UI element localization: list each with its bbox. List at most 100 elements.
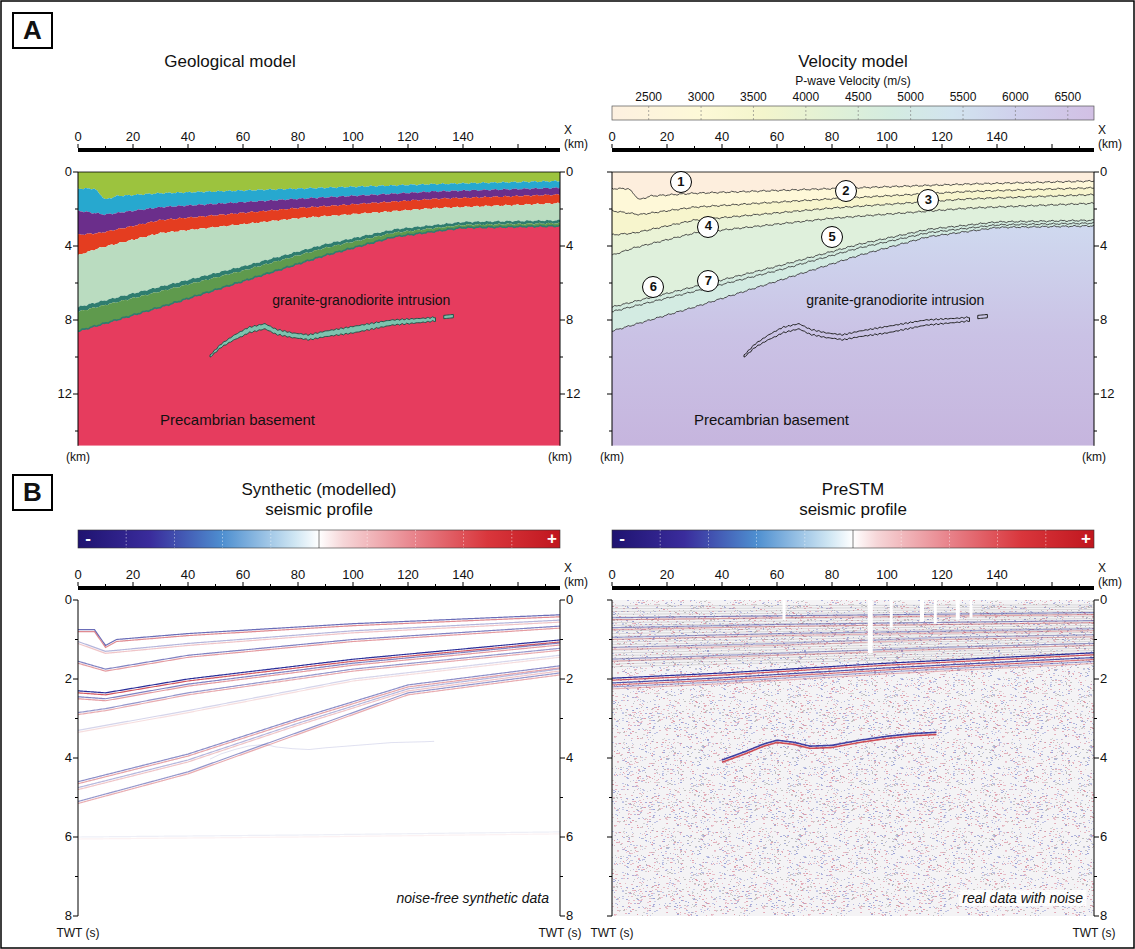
- axis-tick: 60: [770, 568, 784, 583]
- axis-tick-mark: [607, 394, 612, 395]
- axis-tick-mark: [1094, 320, 1099, 321]
- colorbar-tick: 5500: [950, 91, 977, 105]
- axis-tick-mark: [612, 144, 613, 148]
- axis-tick: 80: [825, 130, 839, 145]
- depth-axis-line: [1094, 172, 1095, 446]
- colorbar-tick: 6500: [1054, 91, 1081, 105]
- axis-tick-mark: [408, 144, 409, 148]
- axis-tick-mark: [609, 639, 612, 640]
- velocity-model: [612, 172, 1094, 446]
- axis-tick-mark: [75, 639, 78, 640]
- axis-tick-mark: [270, 146, 271, 148]
- colorbar-tick: 6000: [1002, 91, 1029, 105]
- panel-letter-box: A: [12, 12, 53, 49]
- axis-tick-mark: [914, 584, 915, 586]
- synthetic-profile: [78, 600, 560, 916]
- axis-tick-mark: [609, 797, 612, 798]
- axis-tick: 120: [931, 568, 953, 583]
- axis-tick-mark: [560, 876, 563, 877]
- axis-tick-mark: [73, 320, 78, 321]
- amplitude-colorbar: [78, 530, 560, 548]
- axis-tick-mark: [105, 146, 106, 148]
- axis-tick: 80: [291, 130, 305, 145]
- colorbar-divider: [222, 530, 223, 548]
- intrusion-body: [744, 317, 970, 357]
- layer-boundary: [612, 202, 1094, 255]
- layer-boundary: [612, 222, 1094, 312]
- axis-tick-mark: [609, 283, 612, 284]
- axis-tick: 8: [1100, 313, 1107, 328]
- panel-letter-box: B: [12, 474, 53, 511]
- axis-tick: 120: [397, 130, 419, 145]
- layer-label: granite-granodiorite intrusion: [806, 292, 984, 308]
- axis-tick-mark: [1094, 797, 1097, 798]
- axis-tick: 0: [65, 593, 72, 608]
- axis-unit: TWT (s): [1072, 927, 1115, 941]
- axis-tick-mark: [75, 209, 78, 210]
- axis-tick: 4: [566, 239, 573, 254]
- axis-tick-mark: [607, 758, 612, 759]
- intrusion-body: [210, 317, 436, 357]
- axis-tick-mark: [607, 172, 612, 173]
- axis-tick: 80: [825, 568, 839, 583]
- axis-tick-mark: [694, 584, 695, 586]
- axis-tick-mark: [832, 144, 833, 148]
- colorbar-divider: [660, 530, 661, 548]
- axis-tick-mark: [463, 144, 464, 148]
- axis-unit: (km): [548, 451, 572, 465]
- axis-unit: X (km): [564, 124, 588, 152]
- axis-tick: 20: [126, 130, 140, 145]
- trace-gap: [970, 600, 973, 618]
- colorbar-divider: [949, 530, 950, 548]
- node-text: 6: [650, 280, 657, 294]
- amplitude-colorbar: [612, 530, 1094, 548]
- faint-reflector: [612, 605, 1094, 606]
- axis-tick: 6: [566, 830, 573, 845]
- axis-tick-mark: [560, 718, 563, 719]
- axis-tick-mark: [133, 144, 134, 148]
- depth-axis-line: [560, 172, 561, 446]
- colorbar-divider: [126, 530, 127, 548]
- callout-circle: 5: [821, 226, 843, 248]
- axis-tick: 120: [397, 568, 419, 583]
- panel-title: Geological model: [164, 52, 295, 72]
- axis-tick-mark: [560, 639, 563, 640]
- axis-tick-mark: [609, 718, 612, 719]
- colorbar-divider: [367, 530, 368, 548]
- axis-tick-mark: [160, 146, 161, 148]
- axis-tick: 140: [452, 130, 474, 145]
- axis-tick-mark: [639, 584, 640, 586]
- reflector-trough: [210, 741, 434, 759]
- axis-tick-mark: [545, 146, 546, 148]
- axis-tick: 80: [291, 568, 305, 583]
- axis-tick-mark: [667, 582, 668, 586]
- axis-tick-mark: [560, 797, 563, 798]
- colorbar-tick: 3500: [740, 91, 767, 105]
- axis-unit: X (km): [564, 562, 588, 590]
- axis-tick-mark: [73, 837, 78, 838]
- axis-tick-mark: [887, 144, 888, 148]
- axis-tick-mark: [73, 172, 78, 173]
- axis-unit: TWT (s): [538, 927, 581, 941]
- axis-tick-mark: [1094, 172, 1099, 173]
- reflector-peak: [612, 660, 1094, 685]
- axis-tick-mark: [804, 146, 805, 148]
- node-text: 3: [925, 193, 932, 207]
- axis-tick-mark: [1052, 582, 1053, 586]
- axis-tick-mark: [298, 582, 299, 586]
- axis-tick: 0: [566, 165, 573, 180]
- axis-tick-mark: [545, 584, 546, 586]
- axis-tick-mark: [1079, 146, 1080, 148]
- axis-tick-mark: [560, 357, 563, 358]
- reflector-peak: [78, 668, 560, 784]
- axis-tick: 12: [58, 387, 72, 402]
- axis-tick-mark: [325, 146, 326, 148]
- colorbar-sign: +: [1081, 529, 1091, 549]
- reflector-peak: [78, 675, 560, 804]
- panel-title: PreSTM seismic profile: [796, 480, 911, 519]
- axis-tick-mark: [914, 146, 915, 148]
- axis-tick: 4: [1100, 751, 1107, 766]
- reflector-peak: [612, 663, 1094, 688]
- reflector-trough: [78, 673, 560, 802]
- axis-tick-mark: [490, 146, 491, 148]
